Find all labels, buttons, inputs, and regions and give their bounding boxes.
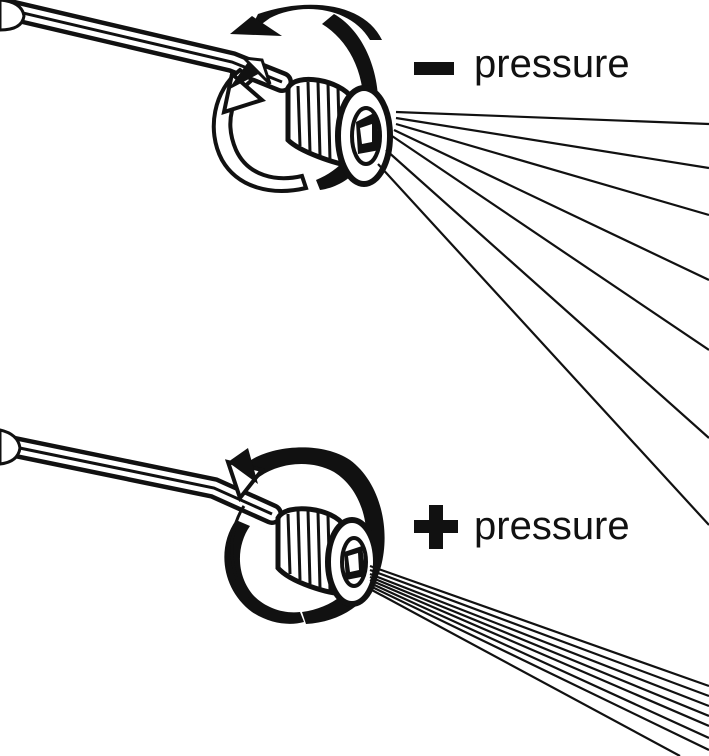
minus-sign-icon — [414, 62, 454, 75]
decrease-pressure-label: pressure — [474, 42, 630, 86]
bottom-nozzle-body — [275, 506, 379, 607]
bottom-narrow-spray — [369, 564, 709, 756]
bottom-lance — [0, 428, 283, 525]
top-nozzle-body — [285, 76, 393, 187]
top-rotation-arrow-icon — [211, 4, 382, 193]
top-nozzle-assembly — [0, 0, 709, 526]
bottom-nozzle-assembly — [0, 428, 709, 756]
top-wide-spray — [377, 110, 709, 526]
plus-sign-icon-vertical — [429, 505, 443, 549]
increase-pressure-label: pressure — [474, 504, 630, 548]
bottom-rotation-arrow-icon — [224, 447, 385, 624]
